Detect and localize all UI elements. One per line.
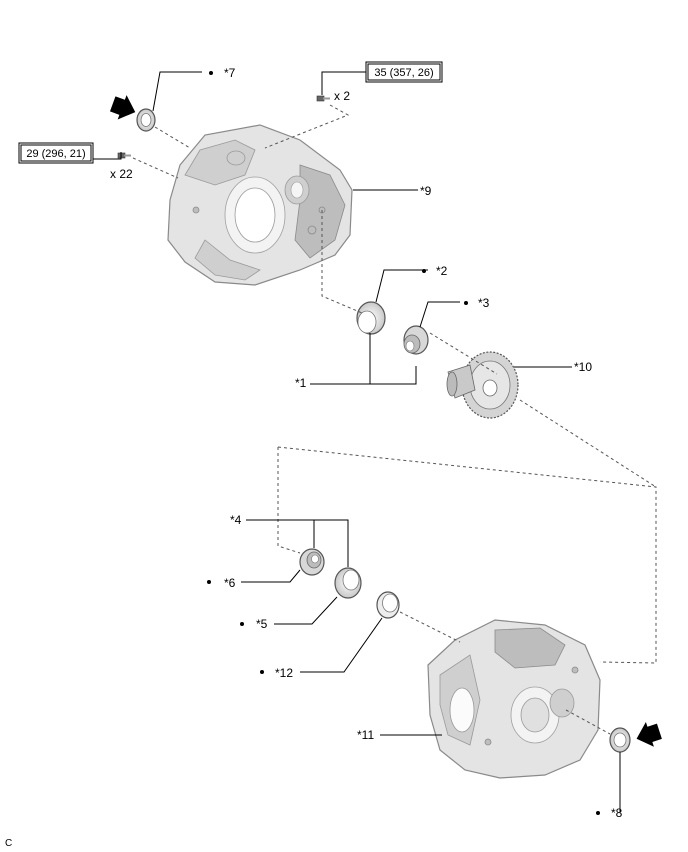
callout-7: *7 — [224, 66, 236, 80]
bearing-outer-race-2 — [356, 301, 386, 335]
tapered-roller-bearing-6 — [299, 548, 325, 576]
torque-box-top: 35 (357, 26) — [365, 61, 443, 83]
callout-8: *8 — [611, 806, 623, 820]
bold-arrow-icon — [636, 722, 662, 747]
callout-2: *2 — [436, 264, 448, 278]
callout-6: *6 — [224, 576, 236, 590]
transaxle-housing-upper — [167, 124, 353, 286]
bullet-markers — [207, 71, 600, 815]
bolt-quantity-left: x 22 — [110, 167, 133, 181]
bolt-quantity-top: x 2 — [334, 89, 350, 103]
callout-4: *4 — [230, 513, 242, 527]
bearing-outer-race-5 — [334, 567, 362, 599]
torque-value-top: 35 (357, 26) — [374, 67, 433, 79]
bold-arrow-icon — [109, 95, 136, 120]
torque-value-left: 29 (296, 21) — [26, 148, 85, 160]
callout-9: *9 — [420, 184, 432, 198]
callout-3: *3 — [478, 296, 490, 310]
callout-12: *12 — [275, 666, 293, 680]
shim-12 — [376, 591, 400, 619]
callout-10: *10 — [574, 360, 592, 374]
callout-1: *1 — [295, 376, 307, 390]
bolt-icon — [316, 95, 330, 102]
differential-assembly-10 — [446, 351, 519, 419]
assembly-guide-lines — [132, 104, 657, 735]
callout-11: *11 — [357, 728, 374, 742]
figure-code: C — [5, 838, 12, 849]
oil-seal-7 — [136, 108, 156, 132]
torque-box-left: 29 (296, 21) — [18, 142, 94, 164]
oil-seal-8 — [609, 727, 631, 753]
bolt-icon — [117, 152, 131, 159]
transaxle-case-lower-11 — [427, 619, 601, 779]
tapered-roller-bearing-3 — [403, 325, 429, 355]
callout-5: *5 — [256, 617, 268, 631]
